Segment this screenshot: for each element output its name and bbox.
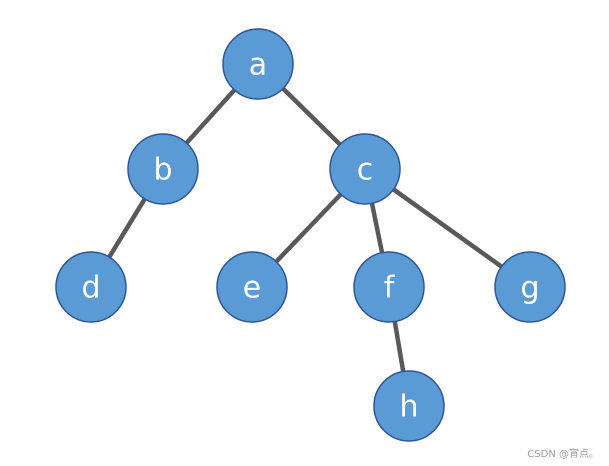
tree-node-h: h [373, 370, 445, 442]
node-label-f: f [384, 271, 396, 306]
node-circle-a [222, 28, 294, 100]
node-label-d: d [81, 271, 100, 306]
node-circle-d [55, 251, 127, 323]
node-circle-h [373, 370, 445, 442]
tree-node-d: d [55, 251, 127, 323]
node-label-b: b [153, 153, 172, 188]
node-label-c: c [357, 153, 374, 188]
node-label-h: h [399, 390, 418, 425]
tree-node-f: f [353, 251, 425, 323]
node-label-e: e [243, 271, 261, 306]
edges-layer [89, 62, 532, 407]
tree-node-a: a [222, 28, 294, 100]
node-circle-b [127, 133, 199, 205]
tree-node-g: g [494, 251, 566, 323]
watermark: CSDN @宵点。 [527, 449, 599, 460]
tree-node-c: c [329, 133, 401, 205]
tree-node-e: e [216, 251, 288, 323]
node-label-a: a [249, 48, 267, 83]
node-circle-f [353, 251, 425, 323]
tree-node-b: b [127, 133, 199, 205]
nodes-layer: a b c d e f g h [55, 28, 566, 442]
node-label-g: g [520, 271, 539, 306]
node-circle-g [494, 251, 566, 323]
node-circle-e [216, 251, 288, 323]
node-circle-c [329, 133, 401, 205]
